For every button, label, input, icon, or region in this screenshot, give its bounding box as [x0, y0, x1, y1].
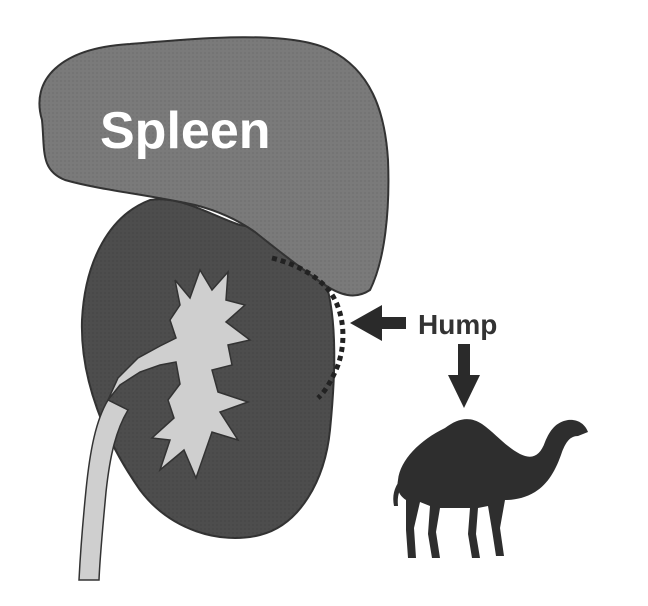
hump-label: Hump	[418, 309, 497, 340]
camel-icon	[393, 419, 588, 558]
down-arrow-icon	[448, 344, 480, 408]
collecting-system	[107, 268, 252, 481]
left-arrow-icon	[350, 305, 406, 341]
kidney	[78, 198, 336, 581]
hump-dotted-contour	[271, 255, 346, 400]
spleen-label: Spleen	[100, 102, 271, 160]
ureter	[78, 399, 130, 581]
camel-tail	[393, 480, 404, 506]
spleen-texture	[39, 37, 389, 296]
spleen: Spleen	[38, 36, 390, 297]
camel-body	[397, 419, 588, 558]
